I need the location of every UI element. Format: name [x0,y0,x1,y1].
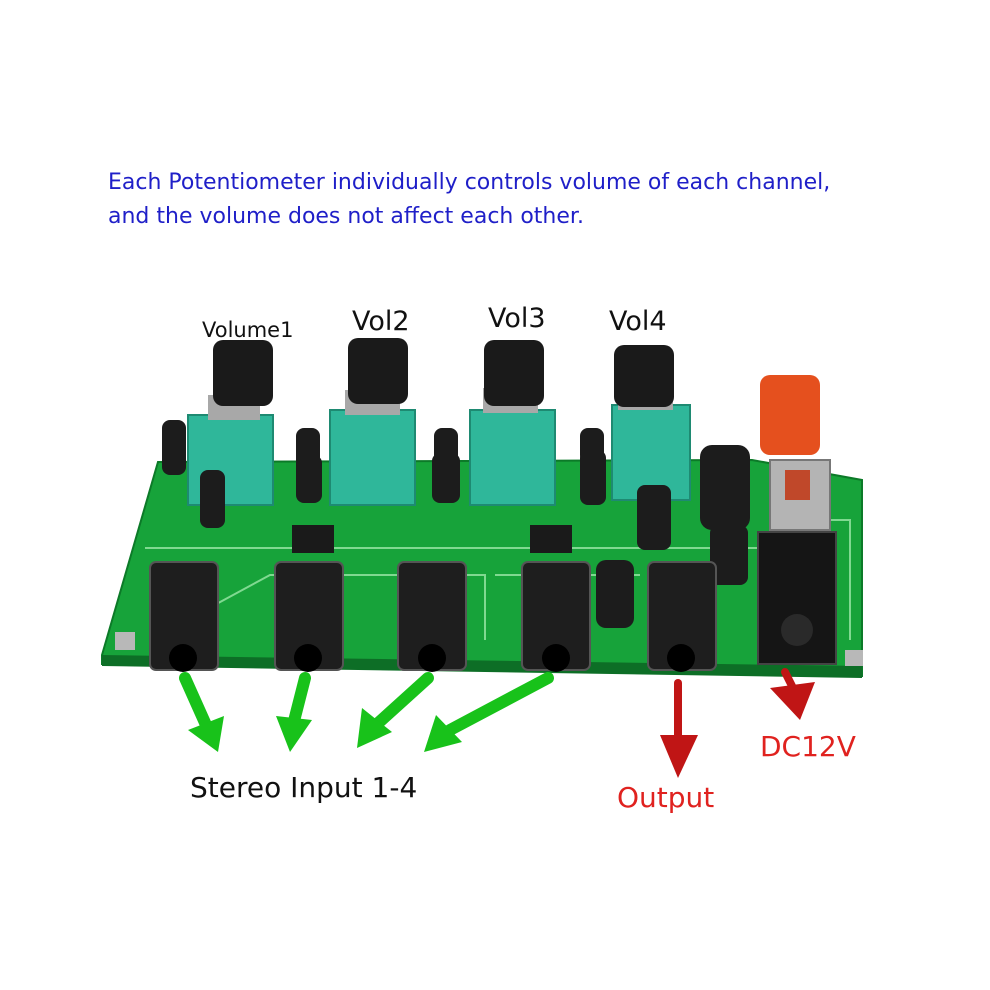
label-volume1: Volume1 [202,318,294,342]
corner-pad-left [115,632,135,650]
potentiometer-3 [469,340,556,506]
label-stereo-input: Stereo Input 1-4 [190,771,418,804]
potentiometer-4 [611,345,691,501]
label-vol3: Vol3 [488,303,546,334]
label-vol2: Vol2 [352,306,410,337]
caption-line-1: Each Potentiometer individually controls… [108,170,831,195]
ic-chip-2 [530,525,572,553]
label-dc12v: DC12V [760,730,856,763]
caption: Each Potentiometer individually controls… [108,166,830,234]
ic-chip-1 [292,525,334,553]
jack-holes [169,644,695,672]
label-output: Output [617,781,715,814]
potentiometer-2 [329,338,416,506]
potentiometer-1 [187,340,274,506]
caption-line-2: and the volume does not affect each othe… [108,204,584,229]
audio-jacks [149,561,717,671]
input-arrows [179,672,554,752]
capacitors [162,420,750,628]
corner-pad-right [845,650,863,666]
output-arrows [660,668,815,778]
label-vol4: Vol4 [609,306,667,337]
